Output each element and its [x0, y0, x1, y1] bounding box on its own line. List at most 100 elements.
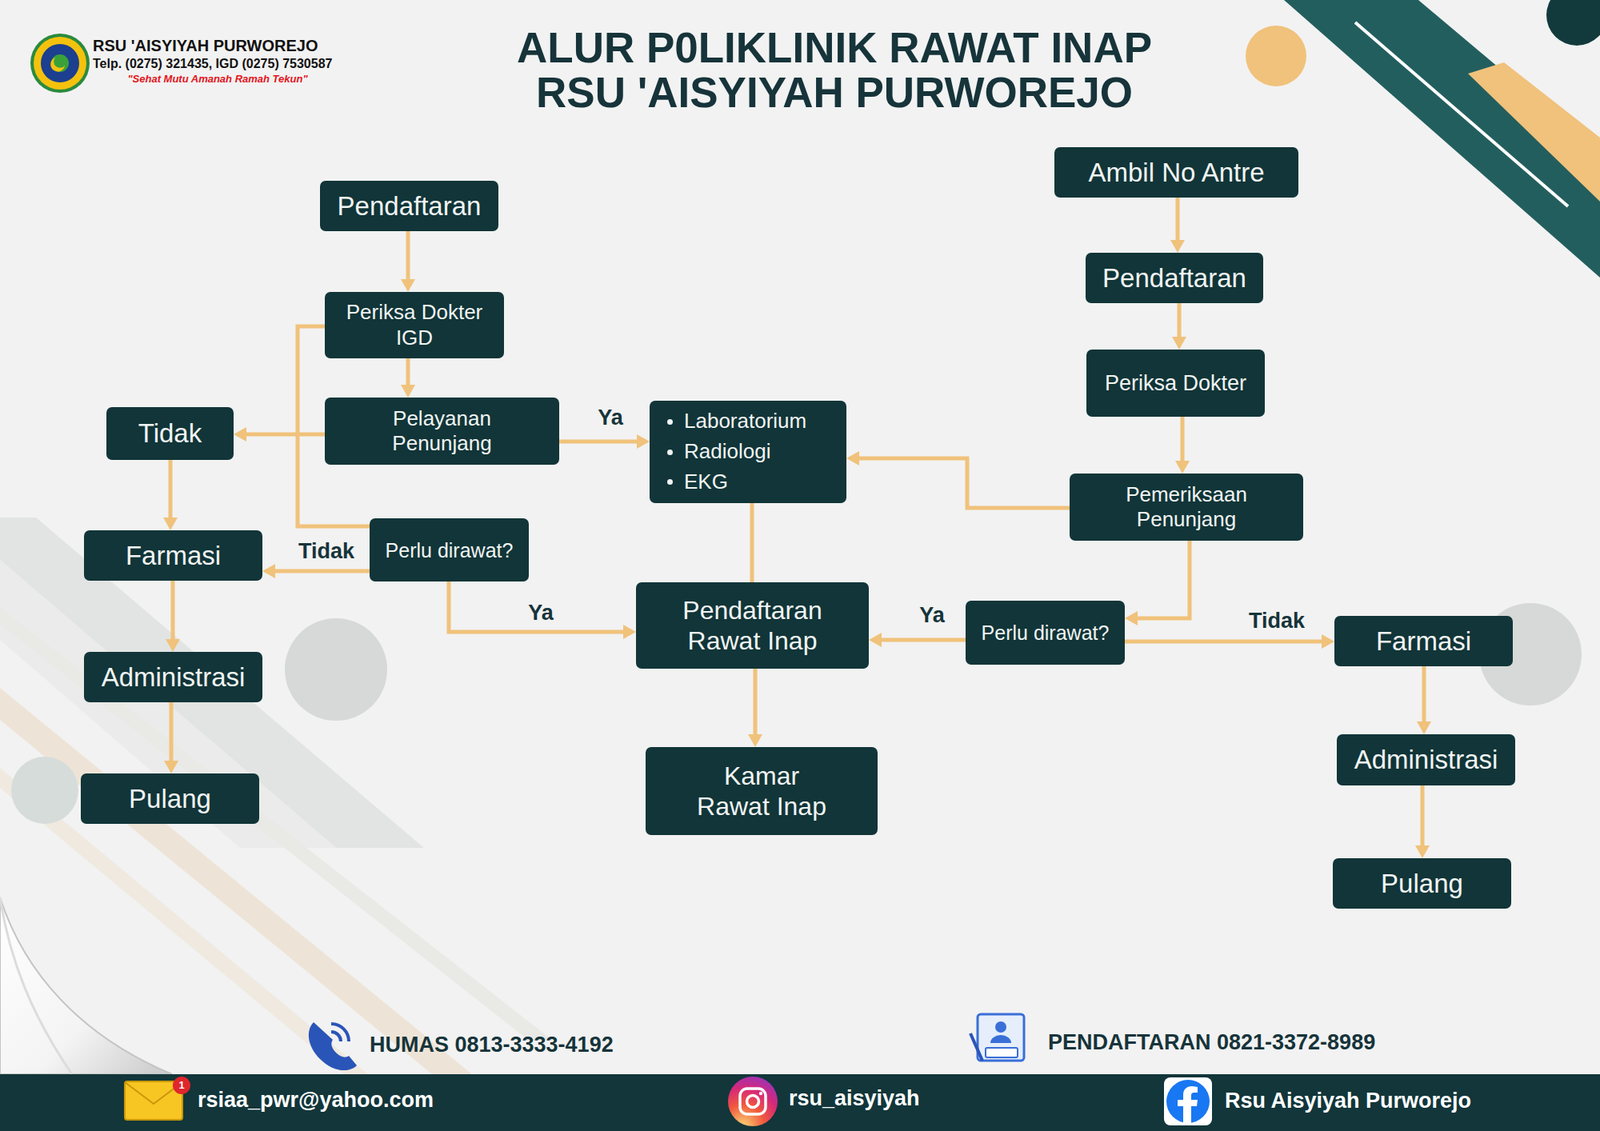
node-text: Tidak: [138, 417, 202, 450]
phone-wave: [331, 1024, 349, 1042]
icon-person-head: [995, 1021, 1007, 1033]
connector-line: [750, 503, 755, 583]
connector: [1416, 666, 1432, 735]
node-text: Kamar Rawat Inap: [692, 760, 832, 823]
arrow-head: [636, 434, 650, 449]
process-box: Pelayanan Penunjang: [324, 397, 560, 465]
text-label: PENDAFTARAN 0821-3372-8989: [1048, 1030, 1376, 1056]
arrow-head: [868, 632, 882, 648]
facebook-backing: [1164, 1077, 1212, 1126]
connector: [1124, 540, 1190, 626]
node-text: Pulang: [128, 783, 212, 816]
instagram-disc: [728, 1076, 778, 1127]
connector: [163, 460, 178, 531]
connector-line: [1420, 785, 1425, 849]
process-box: Periksa Dokter: [1086, 349, 1265, 417]
orange-circle: [1245, 25, 1307, 87]
connector: [752, 503, 753, 583]
hospital-logo: [30, 33, 90, 93]
node-text: Laboratorium: [684, 406, 807, 437]
connector: [1415, 785, 1430, 859]
node-text: Pendaftaran: [1102, 262, 1247, 295]
registration-icon: [970, 1014, 1024, 1061]
arrow-head: [846, 451, 860, 466]
arrow-head: [400, 384, 416, 398]
connector: [1124, 634, 1335, 649]
logo-core: [40, 44, 80, 83]
connector-line: [448, 581, 627, 632]
connector-line: [168, 460, 173, 521]
connector-line: [1176, 197, 1180, 244]
arrow-head: [1172, 336, 1187, 350]
arrow-head: [1321, 634, 1335, 649]
arrow-head: [400, 279, 416, 292]
text-label: rsu_aisyiyah: [788, 1086, 920, 1112]
bullet-dot: [667, 449, 673, 456]
process-box: Perlu dirawat?: [369, 518, 529, 582]
grey-stripe: [0, 608, 552, 1040]
white-line: [1355, 22, 1568, 207]
teal-circle: [1546, 0, 1600, 46]
process-box: Farmasi: [84, 530, 263, 581]
text-label: Rsu Aisyiyah Purworejo: [1224, 1088, 1472, 1114]
bullet-dot: [667, 479, 673, 485]
orange-band: [1468, 62, 1600, 202]
logo-center: [51, 54, 69, 72]
connector-line: [1134, 540, 1190, 619]
connector-line: [171, 580, 176, 643]
connector-line: [1124, 640, 1325, 644]
node-text: Radiologi: [684, 436, 771, 468]
node-text: Pelayanan Penunjang: [370, 406, 515, 456]
text-label: HUMAS 0813-3333-4192: [369, 1032, 614, 1058]
node-text: Pulang: [1380, 868, 1464, 900]
diagram-title: ALUR P0LIKLINIK RAWAT INAP RSU 'AISYIYAH…: [490, 25, 1179, 115]
arrow-head: [1416, 721, 1432, 735]
page-curl-fold: [0, 897, 72, 1075]
node-text: Periksa Dokter IGD: [338, 300, 491, 350]
node-text: Farmasi: [125, 540, 221, 572]
logo-rim: [30, 33, 90, 93]
beige-stripe: [0, 688, 472, 1075]
footer-bar: [0, 1074, 1600, 1131]
connector: [164, 702, 179, 774]
edge-label: Ya: [916, 603, 948, 628]
node-text: Ambil No Antre: [1088, 156, 1264, 189]
node-text: Pemeriksaan Penunjang: [1106, 482, 1267, 532]
process-box: Pendaftaran: [320, 180, 499, 232]
icon-person-body: [990, 1035, 1012, 1044]
arrow-head: [165, 639, 180, 652]
edge-label: Tidak: [296, 539, 357, 564]
connector-line: [406, 358, 411, 388]
list-item: Laboratorium: [667, 406, 807, 437]
connector: [165, 580, 180, 652]
arrow-head: [1124, 611, 1138, 626]
node-text: Periksa Dokter: [1104, 370, 1247, 396]
process-box: Tidak: [106, 407, 234, 460]
connector-line: [1422, 666, 1427, 725]
process-box: Pemeriksaan Penunjang: [1069, 473, 1304, 541]
page-curl: [0, 897, 172, 1075]
icon-frame: [977, 1014, 1024, 1061]
connector: [1170, 197, 1185, 253]
facebook-letter-shape: [1177, 1086, 1198, 1124]
connector-line: [1180, 416, 1185, 464]
connector: [400, 358, 416, 398]
node-text: Administrasi: [1354, 744, 1499, 776]
grey-circle: [11, 756, 79, 824]
arrow-head: [164, 760, 179, 774]
connector: [559, 434, 650, 449]
list-item: Radiologi: [667, 436, 771, 468]
connector-line: [856, 458, 1070, 508]
process-box: Pendaftaran: [1085, 252, 1264, 304]
connector-line: [1177, 303, 1182, 340]
logo-sun: [33, 36, 87, 90]
connector-line: [243, 432, 325, 437]
connector: [1175, 416, 1190, 474]
facebook-disc: [1166, 1080, 1210, 1124]
arrow-head: [748, 734, 763, 748]
process-box: Perlu dirawat?: [965, 600, 1125, 665]
text-label: RSU 'AISYIYAH PURWOREJO: [92, 36, 318, 56]
process-box: Periksa Dokter IGD: [324, 292, 504, 359]
